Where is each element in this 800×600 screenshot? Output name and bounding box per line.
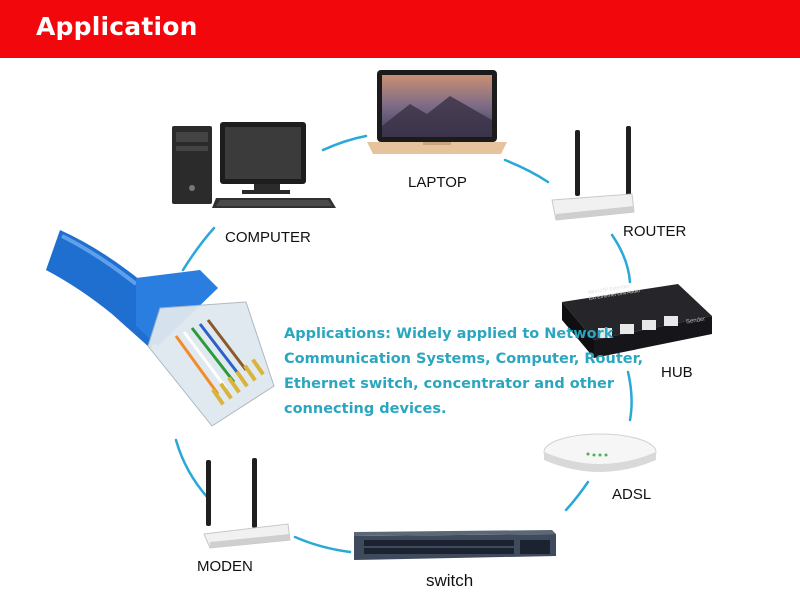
modem-label: MODEN	[197, 558, 253, 575]
laptop-icon	[367, 70, 507, 154]
hub-icon	[562, 284, 712, 358]
link-hub-adsl	[626, 370, 633, 422]
modem-icon	[203, 458, 291, 549]
link-laptop-router	[503, 158, 550, 184]
desktop-computer-icon	[172, 122, 336, 208]
description-line-2: Communication Systems, Computer, Router,	[284, 351, 644, 367]
banner-title: Application	[36, 12, 198, 41]
laptop-label: LAPTOP	[408, 174, 467, 191]
link-computer-laptop	[321, 134, 368, 152]
link-modem-cable	[174, 438, 210, 500]
link-cable-computer	[181, 226, 216, 272]
rj45-cable-icon	[46, 230, 275, 427]
network-switch-icon	[354, 530, 556, 560]
title-banner: Application	[0, 0, 800, 58]
description-line-1: Applications: Widely applied to Network	[284, 326, 614, 342]
router-icon	[551, 126, 635, 221]
adsl-modem-icon	[543, 433, 657, 472]
link-switch-modem	[293, 535, 352, 554]
hub-device: Mini UTP Extender Ext Ethernet Unit Audi…	[558, 280, 714, 358]
hub-label: HUB	[661, 364, 693, 381]
description-line-4: connecting devices.	[284, 401, 447, 417]
link-router-hub	[610, 233, 632, 284]
link-adsl-switch	[564, 480, 590, 512]
router-label: ROUTER	[623, 223, 687, 240]
description-line-3: Ethernet switch, concentrator and other	[284, 376, 615, 392]
adsl-label: ADSL	[612, 486, 652, 503]
computer-label: COMPUTER	[225, 229, 311, 246]
switch-label: switch	[426, 571, 474, 590]
application-description: Applications: Widely applied to Network …	[284, 322, 644, 422]
